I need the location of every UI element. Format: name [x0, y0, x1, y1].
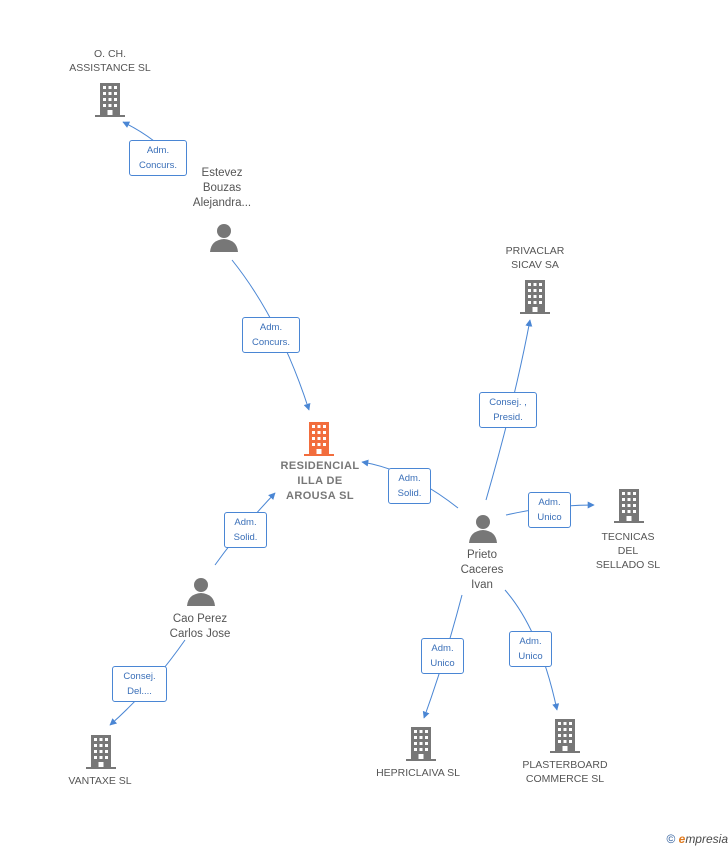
person-icon[interactable]	[185, 576, 217, 611]
copyright-icon: ©	[666, 832, 676, 846]
edge-label-prieto-center: Adm. Solid.	[388, 468, 431, 504]
building-icon[interactable]	[95, 83, 125, 122]
building-icon[interactable]	[614, 489, 644, 528]
node-label-cao[interactable]: Cao Perez Carlos Jose	[169, 613, 231, 640]
edge-label-prieto-privaclar: Consej. , Presid.	[479, 392, 537, 428]
node-label-privaclar[interactable]: PRIVACLAR SICAV SA	[505, 245, 565, 271]
node-label-vantaxe[interactable]: VANTAXE SL	[68, 775, 132, 787]
node-label-center[interactable]: RESIDENCIAL ILLA DE AROUSA SL	[280, 460, 360, 502]
edge-label-estevez-och: Adm. Concurs.	[129, 140, 187, 176]
edge-label-prieto-tecnicas: Adm. Unico	[528, 492, 571, 528]
edge-label-cao-center: Adm. Solid.	[224, 512, 267, 548]
node-label-estevez[interactable]: Estevez Bouzas Alejandra...	[192, 167, 252, 209]
node-label-och[interactable]: O. CH. ASSISTANCE SL	[69, 48, 151, 74]
edge-label-estevez-center: Adm. Concurs.	[242, 317, 300, 353]
brand-name: mpresia	[685, 832, 728, 846]
brand-logo-e: e	[678, 832, 686, 846]
building-icon[interactable]	[304, 422, 334, 461]
node-label-prieto[interactable]: Prieto Caceres Ivan	[460, 549, 504, 591]
building-icon[interactable]	[550, 719, 580, 758]
building-icon[interactable]	[520, 280, 550, 319]
person-icon[interactable]	[467, 513, 499, 548]
building-icon[interactable]	[406, 727, 436, 766]
node-label-tecnicas[interactable]: TECNICAS DEL SELLADO SL	[595, 531, 661, 571]
edge-label-prieto-plasterboard: Adm. Unico	[509, 631, 552, 667]
edge-label-prieto-hepriclaiva: Adm. Unico	[421, 638, 464, 674]
person-icon[interactable]	[208, 222, 240, 257]
building-icon[interactable]	[86, 735, 116, 774]
edge-label-cao-vantaxe: Consej. Del....	[112, 666, 167, 702]
footer-brand: © empresia	[666, 832, 728, 846]
node-label-hepriclaiva[interactable]: HEPRICLAIVA SL	[376, 767, 460, 779]
node-label-plasterboard[interactable]: PLASTERBOARD COMMERCE SL	[522, 759, 608, 785]
